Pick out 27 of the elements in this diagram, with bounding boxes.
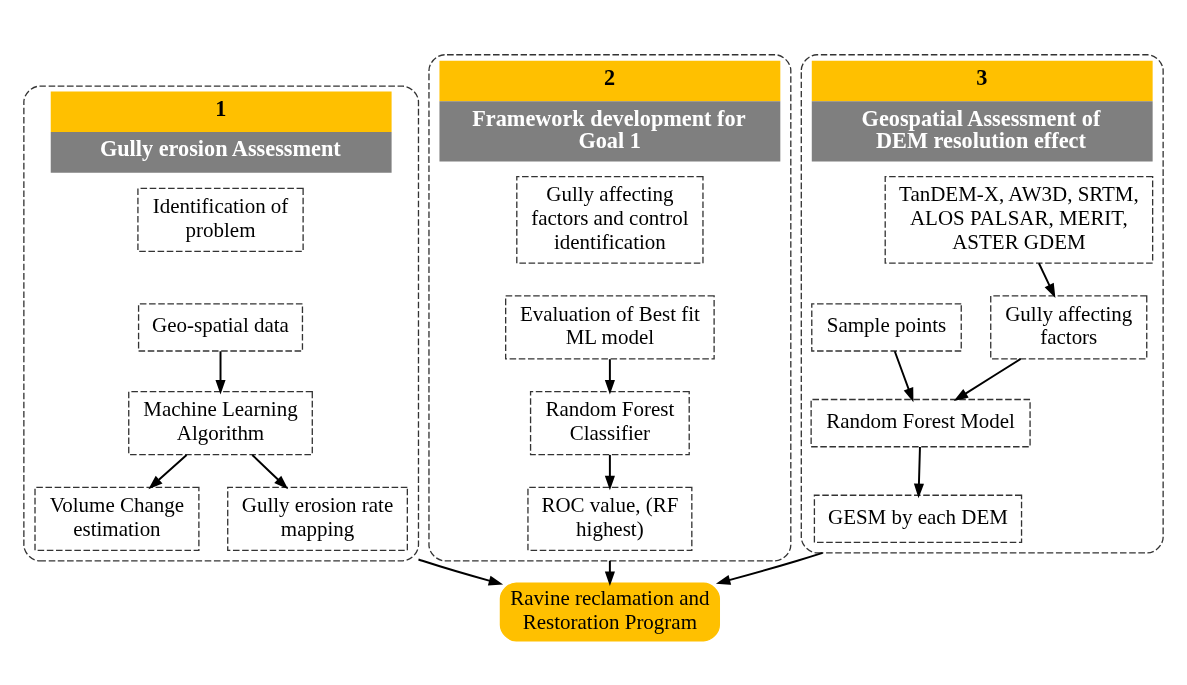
- node-box: Gully affecting factors: [990, 295, 1148, 360]
- arrow: [417, 558, 504, 586]
- node-box: Volume Change estimation: [34, 486, 200, 551]
- arrow: [715, 551, 824, 585]
- node-box: Sample points: [811, 303, 962, 352]
- node-box: Ravine reclamation and Restoration Program: [499, 582, 720, 642]
- node-box: Machine Learning Algorithm: [128, 391, 313, 456]
- arrow: [913, 446, 924, 499]
- node-box: Identification of problem: [137, 187, 304, 253]
- arrow: [1037, 262, 1056, 299]
- node-box: Evaluation of Best fit ML model: [505, 295, 715, 360]
- node-box: GESM by each DEM: [813, 494, 1023, 544]
- node-box: ROC value, (RF highest): [527, 486, 693, 551]
- arrow: [215, 350, 226, 395]
- arrow: [251, 453, 289, 490]
- node-box: Gully affecting factors and control identification: [516, 176, 704, 264]
- arrow: [604, 358, 615, 395]
- node-box: TanDEM-X, AW3D, SRTM, ALOS PALSAR, MERIT, ASTER GDEM: [884, 176, 1154, 264]
- node-box: Geo-spatial data: [137, 303, 304, 352]
- arrow: [953, 357, 1022, 401]
- arrow: [148, 453, 188, 490]
- node-box: Random Forest Model: [810, 398, 1031, 448]
- arrow: [604, 453, 615, 491]
- node-box: Gully erosion rate mapping: [227, 486, 408, 551]
- arrow: [604, 559, 615, 587]
- node-box: Random Forest Classifier: [529, 391, 690, 456]
- arrow: [893, 350, 914, 403]
